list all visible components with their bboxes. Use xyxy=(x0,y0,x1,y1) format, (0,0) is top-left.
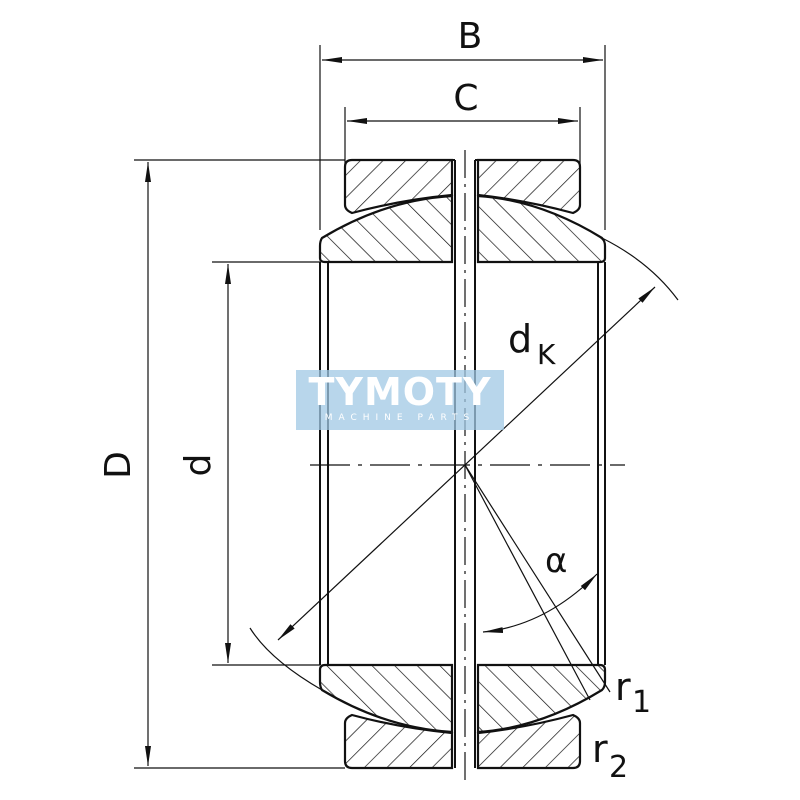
watermark-subtitle: MACHINE PARTS xyxy=(324,413,476,423)
dimension-B xyxy=(319,45,606,230)
watermark-title: TYMOTY xyxy=(308,370,492,414)
outer-ring-bottom xyxy=(343,713,582,770)
label-dK-main: d xyxy=(508,317,532,361)
watermark: TYMOTY MACHINE PARTS xyxy=(296,370,504,430)
dimension-D xyxy=(134,159,345,769)
label-r2-sub: 2 xyxy=(609,750,628,785)
label-r2-main: r xyxy=(592,727,608,771)
dimension-C xyxy=(344,107,581,165)
label-r1-main: r xyxy=(615,665,631,709)
inner-ring-bottom xyxy=(318,663,607,734)
dimension-dK xyxy=(249,237,679,691)
label-r1-sub: 1 xyxy=(632,685,651,720)
label-B: B xyxy=(458,16,483,57)
label-d: d xyxy=(178,454,219,477)
inner-ring-top xyxy=(318,194,607,264)
label-C: C xyxy=(453,78,478,119)
label-alpha: α xyxy=(545,541,567,581)
outer-ring-top xyxy=(343,158,582,215)
dimension-alpha xyxy=(464,464,611,701)
dimension-d xyxy=(212,261,320,666)
label-dK-sub: K xyxy=(537,338,556,371)
label-D: D xyxy=(98,451,139,479)
